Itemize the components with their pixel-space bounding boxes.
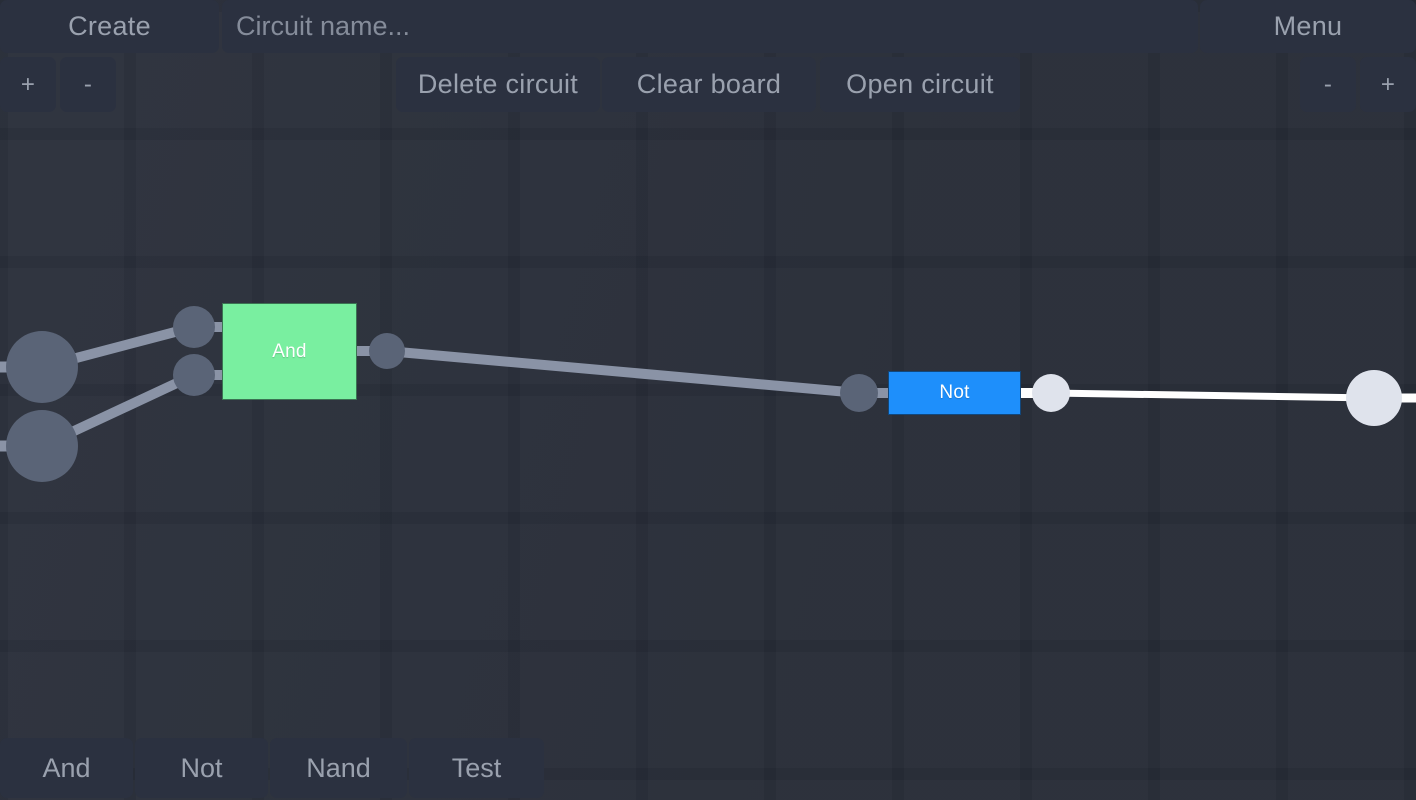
circuit-name-input[interactable] xyxy=(222,0,1198,53)
gate-label: And xyxy=(272,340,307,362)
node-and-out[interactable] xyxy=(369,333,405,369)
remove-input-button[interactable]: - xyxy=(60,57,116,112)
create-button[interactable]: Create xyxy=(0,0,219,53)
palette-button-test[interactable]: Test xyxy=(409,738,544,798)
remove-output-button[interactable]: - xyxy=(1300,57,1356,112)
gate-not[interactable]: Not xyxy=(888,371,1021,415)
toolbar-row-secondary: + - Delete circuit Clear board Open circ… xyxy=(0,57,1416,112)
top-toolbar: Create Menu + - Delete circuit Clear boa… xyxy=(0,0,1416,114)
clear-board-button[interactable]: Clear board xyxy=(602,57,816,112)
node-and-in-1[interactable] xyxy=(173,306,215,348)
menu-button[interactable]: Menu xyxy=(1200,0,1416,53)
wire-not-to-lamp[interactable] xyxy=(1050,389,1375,402)
palette-button-and[interactable]: And xyxy=(0,738,133,798)
add-output-button[interactable]: + xyxy=(1360,57,1416,112)
gate-and[interactable]: And xyxy=(222,303,357,400)
open-circuit-button[interactable]: Open circuit xyxy=(820,57,1020,112)
add-input-button[interactable]: + xyxy=(0,57,56,112)
toolbar-row-primary: Create Menu xyxy=(0,0,1416,53)
palette-button-not[interactable]: Not xyxy=(135,738,268,798)
node-not-in[interactable] xyxy=(840,374,878,412)
delete-circuit-button[interactable]: Delete circuit xyxy=(396,57,600,112)
palette-button-nand[interactable]: Nand xyxy=(270,738,407,798)
node-input-a[interactable] xyxy=(6,331,78,403)
wire-and-to-not[interactable] xyxy=(386,346,860,398)
node-and-in-2[interactable] xyxy=(173,354,215,396)
node-output-lamp[interactable] xyxy=(1346,370,1402,426)
node-input-b[interactable] xyxy=(6,410,78,482)
gate-label: Not xyxy=(939,382,970,403)
node-not-out[interactable] xyxy=(1032,374,1070,412)
